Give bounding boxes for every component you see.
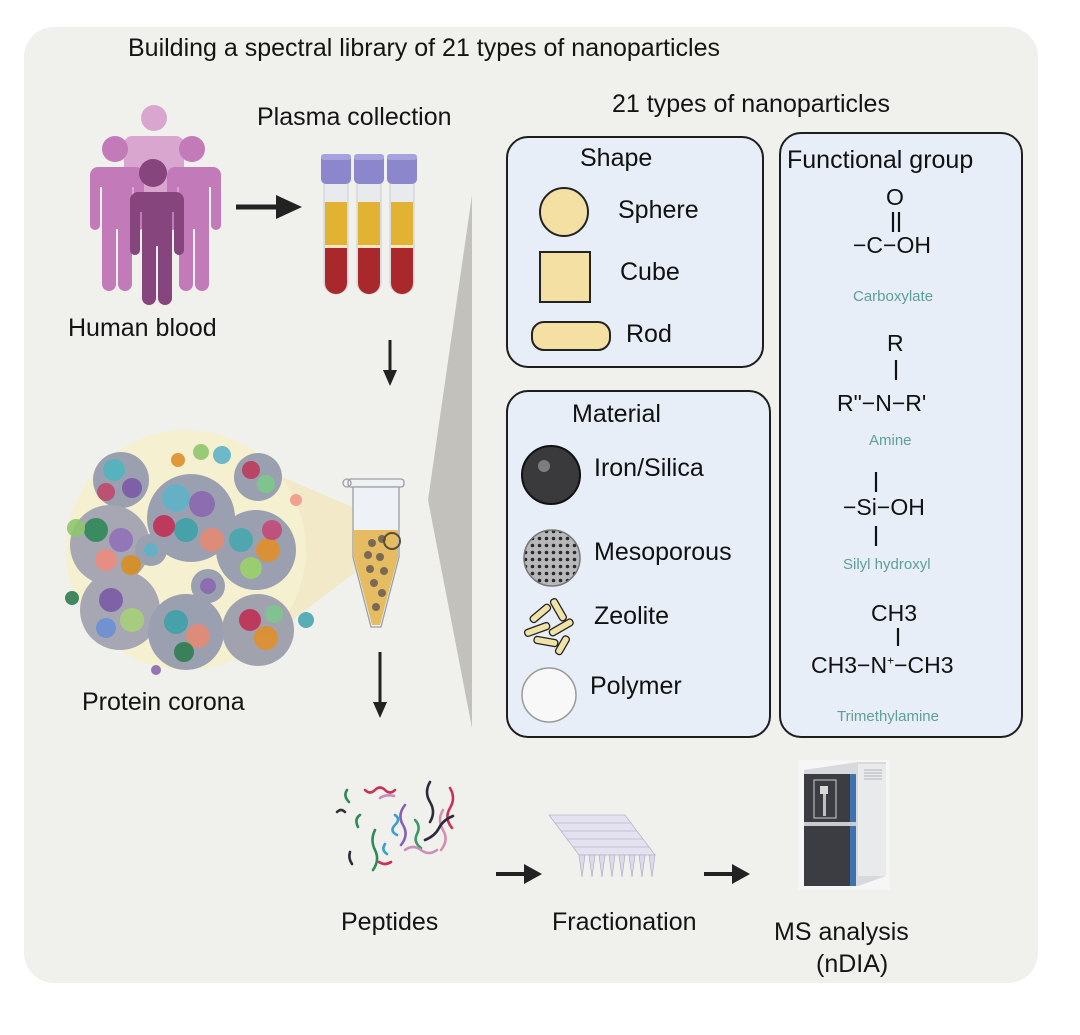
arrow-down-icon bbox=[383, 340, 397, 386]
protein-corona-illustration bbox=[65, 430, 378, 675]
arrow-down-icon bbox=[373, 652, 387, 718]
fractionation-plate-icon bbox=[548, 814, 656, 878]
zeolite-particle-icon bbox=[523, 598, 574, 656]
peptides-icon bbox=[335, 780, 455, 872]
amine-label: Amine bbox=[869, 432, 912, 449]
trimethylamine-right: −CH3 bbox=[894, 652, 954, 678]
material-box: Material Iron/Silica Mesoporous Zeolite … bbox=[506, 390, 771, 738]
silyl-hydroxyl-label: Silyl hydroxyl bbox=[843, 556, 931, 573]
fractionation-label: Fractionation bbox=[552, 908, 697, 936]
shape-box: Shape Sphere Cube Rod bbox=[506, 136, 764, 368]
mesoporous-particle-icon bbox=[523, 529, 581, 587]
material-item-label: Polymer bbox=[590, 672, 682, 700]
blood-tubes-icon bbox=[321, 153, 418, 295]
trimethylamine-label: Trimethylamine bbox=[837, 708, 939, 725]
shape-item-label: Cube bbox=[620, 258, 680, 286]
plasma-collection-label: Plasma collection bbox=[257, 103, 452, 131]
amine-formula: R"−N−R' bbox=[837, 390, 927, 416]
material-title: Material bbox=[572, 400, 661, 428]
trimethylamine-left: CH3− bbox=[811, 652, 871, 678]
carboxylate-label: Carboxylate bbox=[853, 288, 934, 305]
shape-item-label: Rod bbox=[626, 320, 672, 348]
protein-corona-label: Protein corona bbox=[82, 688, 245, 716]
ms-analysis-label: MS analysis bbox=[774, 918, 909, 946]
arrow-right-icon bbox=[496, 864, 542, 884]
single-bond-icon bbox=[896, 628, 900, 646]
trimethylamine-top: CH3 bbox=[871, 600, 918, 626]
double-bond-icon bbox=[891, 212, 901, 232]
amine-r-group: R bbox=[887, 330, 904, 356]
material-item-label: Zeolite bbox=[594, 602, 670, 630]
polymer-particle-icon bbox=[521, 667, 577, 723]
material-item-label: Mesoporous bbox=[594, 538, 732, 566]
figure-title: Building a spectral library of 21 types … bbox=[128, 34, 720, 62]
functional-group-title: Functional group bbox=[787, 146, 974, 174]
ms-analysis-method-label: (nDIA) bbox=[816, 950, 889, 978]
trimethylamine-formula: CH3−N+−CH3 bbox=[811, 652, 954, 679]
trimethylamine-nitrogen: N bbox=[870, 652, 888, 678]
zoom-wedge bbox=[428, 195, 472, 728]
rod-icon bbox=[531, 321, 611, 351]
microcentrifuge-tube-icon bbox=[342, 478, 405, 628]
nanoparticles-heading: 21 types of nanoparticles bbox=[612, 90, 890, 118]
material-item-label: Iron/Silica bbox=[594, 454, 704, 482]
shape-title: Shape bbox=[580, 144, 653, 172]
single-bond-icon bbox=[894, 360, 898, 380]
carboxylate-oxygen: O bbox=[886, 184, 904, 210]
peptides-label: Peptides bbox=[341, 908, 439, 936]
silyl-hydroxyl-formula: −Si−OH bbox=[843, 494, 925, 520]
mass-spectrometer-icon bbox=[798, 760, 890, 890]
trimethylamine-charge: + bbox=[887, 653, 895, 668]
functional-group-box: Functional group O −C−OH Carboxylate R R… bbox=[779, 132, 1023, 738]
sphere-icon bbox=[539, 187, 589, 237]
iron-silica-particle-icon bbox=[521, 445, 581, 505]
arrow-right-icon bbox=[236, 195, 302, 219]
carboxylate-formula: −C−OH bbox=[853, 232, 931, 258]
cube-icon bbox=[539, 251, 591, 303]
shape-item-label: Sphere bbox=[618, 196, 699, 224]
single-bond-icon bbox=[874, 526, 878, 546]
arrow-right-icon bbox=[704, 864, 750, 884]
single-bond-icon bbox=[874, 472, 878, 492]
people-group-icon bbox=[90, 105, 221, 305]
human-blood-label: Human blood bbox=[68, 314, 217, 342]
